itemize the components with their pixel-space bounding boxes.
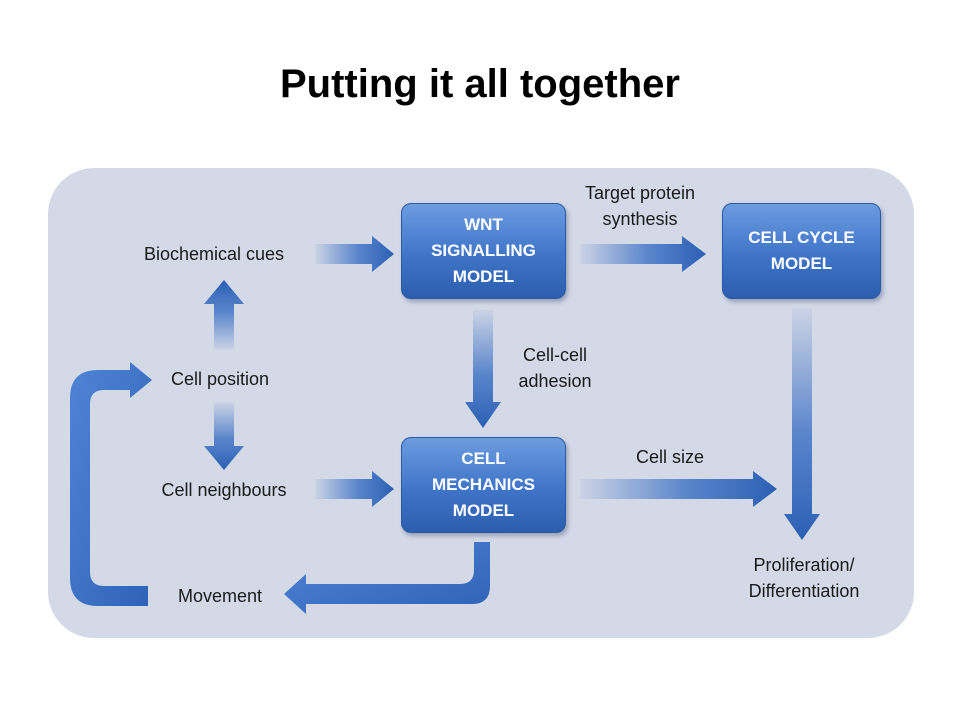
proliferation-label: Proliferation/ Differentiation	[748, 555, 860, 601]
biochemical-cues-label: Biochemical cues	[143, 244, 285, 264]
arrow-mechanics-to-proliferation	[580, 471, 777, 507]
cell-cell-adhesion-label: Cell-cell adhesion	[518, 345, 592, 391]
arrow-position-to-biochemical	[204, 280, 244, 350]
arrow-mechanics-to-movement	[284, 542, 490, 614]
wnt-signalling-box: WNT SIGNALLING MODEL	[401, 203, 566, 299]
cell-neighbours-label: Cell neighbours	[161, 480, 287, 500]
arrow-cellcycle-to-proliferation	[784, 308, 820, 540]
arrow-neighbours-to-mechanics	[315, 471, 394, 507]
cell-position-label: Cell position	[170, 369, 270, 389]
page-title: Putting it all together	[280, 62, 680, 106]
target-protein-label: Target protein synthesis	[584, 183, 696, 229]
arrow-movement-to-position	[70, 362, 152, 606]
cell-mechanics-box: CELL MECHANICS MODEL	[401, 437, 566, 533]
arrow-position-to-neighbours	[204, 402, 244, 470]
cell-cycle-box: CELL CYCLE MODEL	[722, 203, 881, 299]
cell-cycle-label: CELL CYCLE MODEL	[748, 228, 855, 273]
arrow-biochemical-to-wnt	[315, 236, 394, 272]
arrow-wnt-to-mechanics	[465, 310, 501, 428]
arrow-wnt-to-cellcycle	[580, 236, 706, 272]
wnt-signalling-label: WNT SIGNALLING MODEL	[431, 215, 536, 286]
cell-mechanics-label: CELL MECHANICS MODEL	[432, 449, 535, 520]
cell-size-label: Cell size	[635, 447, 705, 467]
movement-label: Movement	[177, 586, 263, 606]
